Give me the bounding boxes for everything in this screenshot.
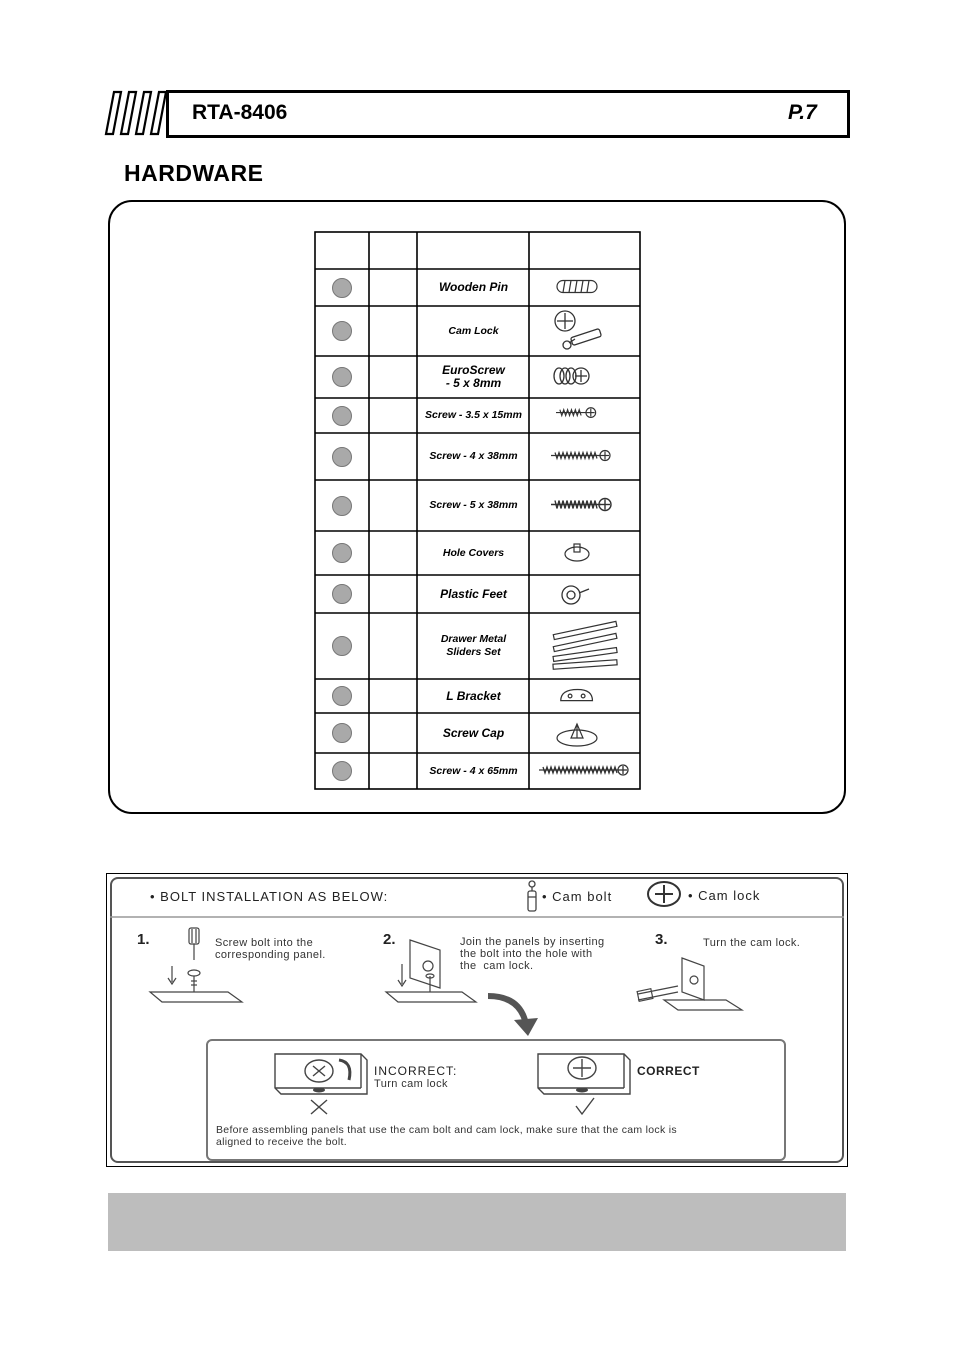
incorrect-label: INCORRECT: (374, 1064, 458, 1078)
incorrect-illustration (274, 1053, 368, 1115)
correct-illustration (537, 1053, 631, 1116)
cam-lock-icon (554, 310, 602, 350)
alignment-note: Before assembling panels that use the ca… (216, 1124, 677, 1148)
bolt-installation-frame (110, 877, 844, 1163)
hardware-item-name: Screw Cap (442, 725, 505, 740)
hardware-item-name: Wooden Pin (438, 280, 509, 294)
l-bracket-icon (560, 688, 594, 702)
hardware-item-marker (332, 495, 352, 516)
step2-illustration (384, 939, 478, 1003)
plastic-foot-icon (561, 585, 590, 605)
hardware-row: Cam Lock (314, 306, 641, 356)
hardware-row: Wooden Pin (314, 269, 641, 306)
hardware-item-name: Screw - 5 x 38mm (429, 499, 518, 511)
hardware-item-marker (332, 636, 352, 656)
hardware-item-marker (332, 446, 352, 467)
cam-bolt-label: • Cam bolt (542, 889, 613, 904)
screw-5x38-icon (551, 497, 612, 512)
hardware-row: Drawer Metal Sliders Set (314, 613, 641, 679)
page-number: P.7 (788, 101, 817, 124)
screw-38-icon (551, 449, 611, 462)
cam-bolt-icon (527, 880, 537, 912)
long-screw-icon (539, 764, 629, 776)
correct-label: CORRECT (637, 1064, 700, 1078)
title-divider (110, 916, 844, 918)
hardware-row: Hole Covers (314, 531, 641, 575)
bolt-installation-title: • BOLT INSTALLATION AS BELOW: (150, 889, 389, 904)
incorrect-subtext: Turn cam lock (374, 1078, 448, 1090)
hardware-item-name: Drawer Metal Sliders Set (440, 633, 507, 658)
hole-cover-icon (564, 543, 590, 562)
step1-number: 1. (137, 931, 150, 948)
hardware-row: Screw Cap (314, 713, 641, 753)
hardware-row: Plastic Feet (314, 575, 641, 613)
hardware-item-marker (332, 584, 352, 604)
header-bar (166, 90, 850, 138)
header-stripes-decoration (104, 90, 168, 136)
bolt-installation-panel (106, 873, 848, 1167)
model-number: RTA-8406 (192, 101, 288, 124)
hardware-item-name: Screw - 4 x 65mm (429, 764, 518, 777)
hardware-row: Screw - 5 x 38mm (314, 480, 641, 531)
hardware-item-marker (332, 723, 352, 743)
hardware-item-name: L Bracket (446, 688, 501, 703)
hardware-row: Screw - 4 x 65mm (314, 753, 641, 789)
hardware-item-marker (332, 367, 352, 387)
hardware-item-name: Screw - 3.5 x 15mm (425, 409, 522, 421)
hardware-table-grid (314, 231, 641, 790)
step3-text: Turn the cam lock. (703, 937, 801, 949)
step1-illustration (148, 927, 244, 1003)
drawer-slider-icon (552, 620, 618, 670)
hardware-item-marker (332, 543, 352, 563)
cam-lock-orientation-box (206, 1039, 786, 1161)
euroscrew-icon (553, 367, 590, 385)
hardware-item-name: Cam Lock (448, 324, 499, 337)
step3-number: 3. (655, 931, 668, 948)
cam-lock-label: • Cam lock (688, 888, 761, 903)
hardware-panel (108, 200, 846, 814)
hardware-item-name: Screw - 4 x 38mm (429, 450, 518, 462)
step1-text: Screw bolt into the corresponding panel. (215, 937, 326, 961)
screw-cap-icon (556, 722, 598, 747)
wooden-pin-icon (556, 279, 598, 294)
hardware-row: Screw - 3.5 x 15mm (314, 398, 641, 433)
step2-text: Join the panels by inserting the bolt in… (460, 936, 605, 972)
hardware-item-marker (332, 686, 352, 706)
hardware-item-name: Plastic Feet (440, 586, 507, 601)
hardware-item-marker (332, 277, 352, 298)
hardware-row: L Bracket (314, 679, 641, 713)
cam-lock-icon (647, 881, 681, 907)
flow-arrow (487, 993, 538, 1036)
short-screw-icon (556, 407, 597, 419)
hardware-row: EuroScrew - 5 x 8mm (314, 356, 641, 398)
hardware-item-marker (332, 321, 352, 341)
section-title: HARDWARE (124, 160, 264, 186)
hardware-row: Screw - 4 x 38mm (314, 433, 641, 480)
hardware-item-marker (332, 761, 352, 781)
hardware-item-name: Hole Covers (442, 546, 505, 559)
hardware-item-name: EuroScrew - 5 x 8mm (442, 363, 505, 390)
step2-number: 2. (383, 931, 396, 948)
step3-illustration (636, 957, 745, 1011)
footer-gray-bar (108, 1193, 846, 1251)
hardware-item-marker (332, 405, 352, 426)
